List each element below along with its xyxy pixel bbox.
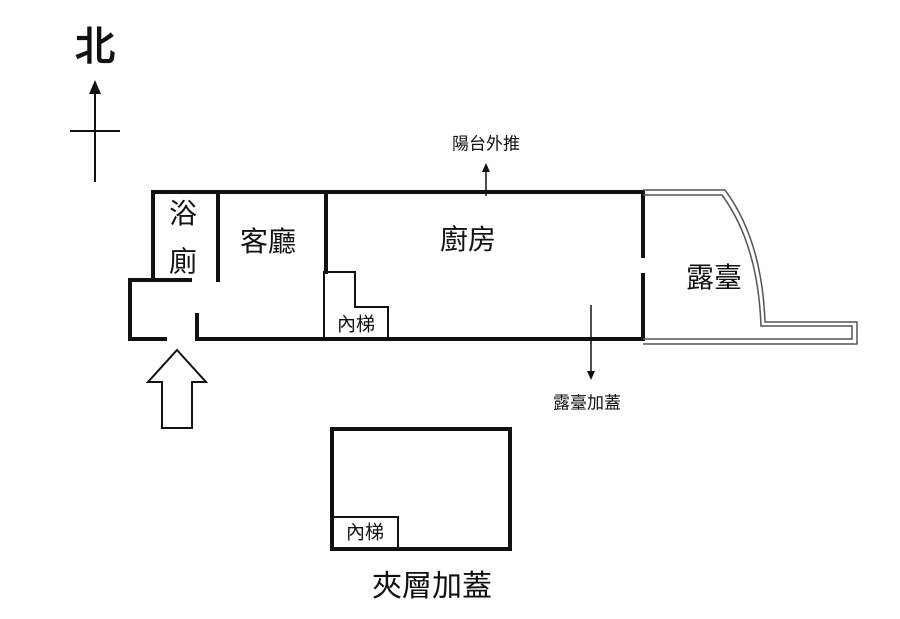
room-label-kitchen: 廚房 bbox=[439, 223, 497, 256]
room-label-living: 客廳 bbox=[239, 225, 297, 258]
room-label-terrace: 露臺 bbox=[685, 261, 743, 294]
terrace-outline bbox=[643, 189, 858, 345]
walls bbox=[128, 190, 645, 341]
inner-stairs bbox=[323, 271, 389, 339]
terrace-addition-arrow-icon bbox=[587, 305, 595, 380]
mezzanine-outline bbox=[330, 427, 512, 551]
mezzanine-title: 夾層加蓋 bbox=[372, 569, 492, 604]
balcony-arrow-icon bbox=[482, 163, 490, 196]
mezzanine-stairs bbox=[331, 516, 399, 550]
mezzanine-stairs-label: 內梯 bbox=[345, 521, 385, 544]
annotation-terrace-addition: 露臺加蓋 bbox=[553, 393, 621, 414]
entrance-arrow-icon bbox=[145, 348, 209, 429]
north-label: 北 bbox=[75, 24, 115, 70]
room-label-bath: 浴 bbox=[168, 197, 198, 230]
room-label-stairs: 內梯 bbox=[336, 313, 376, 336]
room-label-toilet: 廁 bbox=[168, 245, 198, 278]
annotation-balcony-extension: 陽台外推 bbox=[452, 134, 520, 155]
north-arrow-icon bbox=[70, 80, 120, 182]
